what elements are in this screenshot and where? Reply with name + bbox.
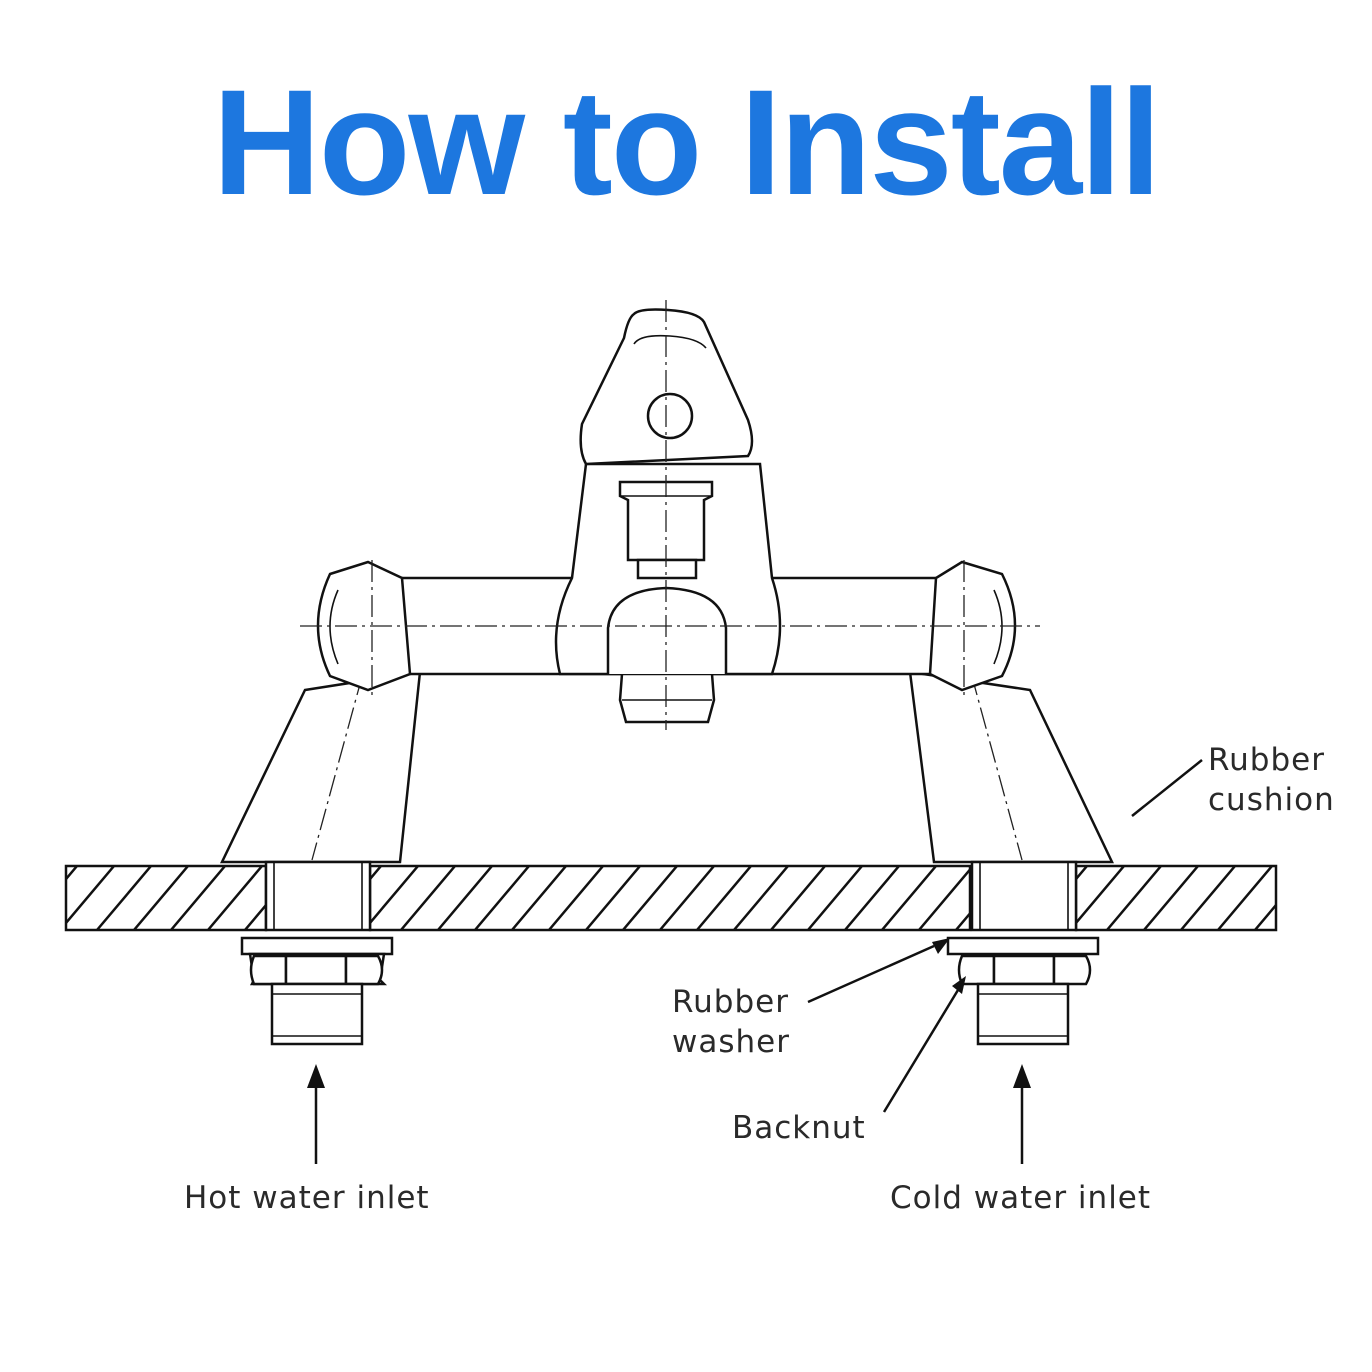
slab-hatching-right xyxy=(1076,866,1372,930)
hatch-line xyxy=(207,866,263,930)
cold-water-inlet-label: Cold water inlet xyxy=(890,1180,1151,1216)
hatch-line xyxy=(370,866,382,881)
hatch-line xyxy=(1292,866,1346,930)
hatch-line xyxy=(96,866,152,930)
rubber-cushion-label-line2: cushion xyxy=(1208,782,1335,818)
hatch-line xyxy=(659,866,715,930)
backnut-leader xyxy=(882,989,960,1113)
hatch-line xyxy=(844,866,900,930)
cold-inlet-fitting xyxy=(946,860,1100,1046)
slab-hatching-middle xyxy=(370,866,970,930)
mixer-body xyxy=(300,300,1040,730)
rubber-washer-label-line1: Rubber xyxy=(672,984,789,1020)
hot-inlet-fitting xyxy=(240,860,394,1046)
hatch-line xyxy=(1076,866,1088,881)
hatch-line xyxy=(1106,866,1162,930)
hatch-line xyxy=(511,866,567,930)
rubber-washer-label-line2: washer xyxy=(672,1024,790,1060)
countertop-slab xyxy=(0,864,1372,932)
hatch-line xyxy=(170,866,226,930)
rubber-cushion-leader xyxy=(1131,759,1203,817)
hatch-line xyxy=(733,866,789,930)
rubber-washer-leader xyxy=(807,944,935,1004)
hatch-line xyxy=(807,866,863,930)
rubber-cushion-label-line1: Rubber xyxy=(1208,742,1325,778)
hatch-line xyxy=(881,866,937,930)
hatch-line xyxy=(400,866,456,930)
hot-inlet-arrowhead xyxy=(307,1064,325,1088)
hatch-line xyxy=(244,903,266,930)
hatch-line xyxy=(437,866,493,930)
hatch-line xyxy=(370,866,419,925)
backnut-label: Backnut xyxy=(732,1110,866,1146)
hatch-line xyxy=(474,866,530,930)
cold-inlet-arrowhead xyxy=(1013,1064,1031,1088)
hatch-line xyxy=(66,866,78,881)
leader-lines xyxy=(307,759,1203,1164)
rubber-washer xyxy=(946,936,1100,956)
hatch-line xyxy=(0,866,40,930)
hatch-line xyxy=(585,866,641,930)
hatch-line xyxy=(696,866,752,930)
slab-hatching-left xyxy=(0,866,266,930)
hatch-line xyxy=(622,866,678,930)
hatch-line xyxy=(548,866,604,930)
backnut-arrowhead xyxy=(952,976,966,994)
hatch-line xyxy=(133,866,189,930)
hatch-line xyxy=(1217,866,1273,930)
hatch-line xyxy=(1143,866,1199,930)
hatch-line xyxy=(918,867,970,930)
hatch-line xyxy=(1076,866,1125,925)
hatch-line xyxy=(1180,866,1236,930)
hatch-line xyxy=(770,866,826,930)
hot-water-inlet-label: Hot water inlet xyxy=(184,1180,430,1216)
rubber-washer-arrowhead xyxy=(932,938,950,954)
page-title: How to Install xyxy=(212,58,1162,226)
hatch-line xyxy=(66,866,115,925)
hatch-line xyxy=(1329,866,1372,930)
hatch-line xyxy=(955,911,970,930)
hatch-line xyxy=(1254,903,1276,930)
